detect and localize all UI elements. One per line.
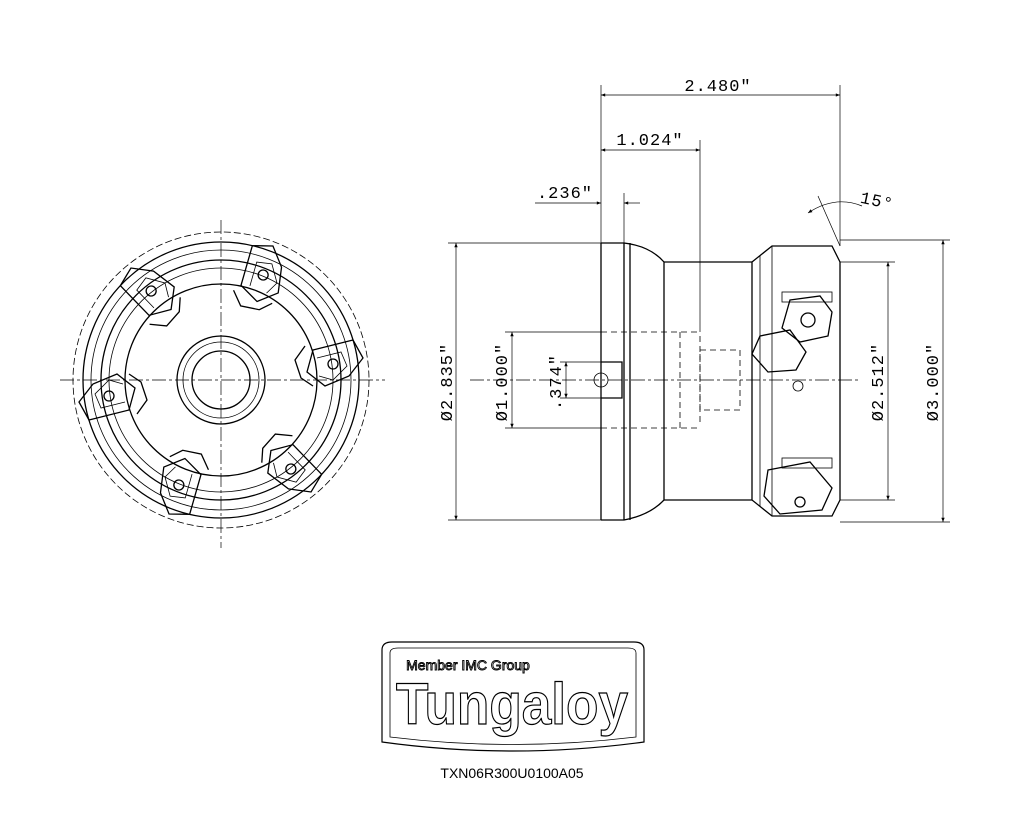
pocket-top xyxy=(781,291,833,303)
insert-top-screw xyxy=(800,312,816,328)
dim-keyway: .374" xyxy=(548,354,567,410)
dim-inner-cutting-diameter: Ø2.512" xyxy=(870,343,889,421)
insert-edge xyxy=(136,277,169,309)
dim-body-length: 1.024" xyxy=(616,132,683,151)
logo-frame-inner xyxy=(389,647,637,745)
tungaloy-logo: Member IMC Group Tungaloy xyxy=(381,641,645,752)
dim-bore-diameter: Ø1.000" xyxy=(494,343,513,421)
insert xyxy=(159,457,202,515)
insert-screw xyxy=(327,358,339,370)
insert-edge xyxy=(94,379,126,409)
insert-screw xyxy=(173,479,185,491)
logo-brand: Tungaloy xyxy=(396,672,628,737)
dim-face-offset: .236" xyxy=(537,185,593,204)
insert xyxy=(119,267,175,317)
insert-mid xyxy=(751,329,807,373)
insert-bottom xyxy=(763,461,833,515)
insert-pocket xyxy=(232,245,283,311)
angle-ref-line xyxy=(817,195,841,247)
chip-pocket xyxy=(169,449,210,471)
insert-edge xyxy=(316,351,348,381)
insert-pockets xyxy=(78,245,364,515)
chip-pocket xyxy=(261,433,293,463)
insert-screw xyxy=(285,463,297,475)
logo-frame-outer xyxy=(381,641,645,752)
dim-overall-length: 2.480" xyxy=(684,78,751,97)
hub-outer-circle xyxy=(176,335,266,425)
screw-hole xyxy=(792,380,804,392)
front-view xyxy=(60,220,385,548)
chip-pocket xyxy=(149,297,181,327)
pocket-bottom xyxy=(781,457,833,469)
insert-pocket xyxy=(294,339,364,387)
dim-cutting-diameter: Ø3.000" xyxy=(925,343,944,421)
dim-angle-arc xyxy=(807,201,863,214)
insert-pocket xyxy=(159,449,210,515)
side-view xyxy=(470,242,860,521)
insert xyxy=(267,443,323,493)
chip-pocket xyxy=(232,289,273,311)
insert xyxy=(306,339,364,387)
counterbore-hidden xyxy=(699,349,741,411)
hub-ring xyxy=(182,341,260,419)
dim-angle: 15° xyxy=(858,190,895,216)
insert-edge xyxy=(249,261,278,294)
keyway-slot xyxy=(601,361,623,399)
insert-screw xyxy=(103,390,115,402)
insert xyxy=(240,245,283,303)
cutting-circle xyxy=(72,231,370,529)
shank-flange xyxy=(600,242,665,521)
bore-circle xyxy=(191,350,251,410)
keyway-hole xyxy=(593,372,609,388)
chip-pocket xyxy=(294,345,314,387)
insert-pocket xyxy=(261,433,323,493)
logo-tagline: Member IMC Group xyxy=(406,657,530,673)
insert xyxy=(78,373,136,421)
insert-pocket xyxy=(119,267,181,327)
insert-edge xyxy=(273,451,306,483)
chip-pocket xyxy=(128,373,148,415)
insert-pocket xyxy=(78,373,148,421)
insert-screw xyxy=(145,285,157,297)
body-outer-circle xyxy=(82,241,360,519)
dim-body-diameter: Ø2.835" xyxy=(439,343,458,421)
insert-edge xyxy=(164,466,193,499)
part-number: TXN06R300U0100A05 xyxy=(440,765,583,781)
insert-screw xyxy=(257,269,269,281)
insert-bottom-screw xyxy=(794,496,806,508)
insert-top xyxy=(781,295,833,343)
body-ring xyxy=(90,249,352,511)
dimensions: 2.480" 1.024" .236" 15° Ø2.835" Ø1.000" … xyxy=(439,78,950,523)
